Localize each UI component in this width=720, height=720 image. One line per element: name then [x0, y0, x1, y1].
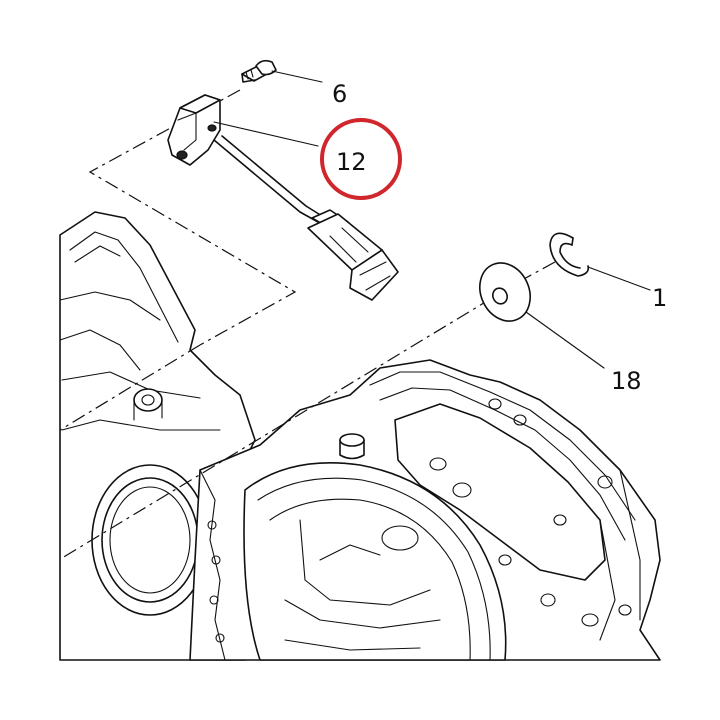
- highlight-circle: [320, 118, 402, 200]
- assembly-lines: [59, 89, 556, 559]
- callout-clip: 1: [652, 284, 667, 312]
- crankcase-housing: [59, 211, 661, 661]
- leader-lines: [213, 70, 651, 369]
- circlip-part: [549, 232, 590, 277]
- washer-part: [479, 262, 531, 322]
- sensor-part: [167, 94, 399, 301]
- bolt-part: [241, 59, 277, 83]
- callout-bolt: 6: [332, 80, 347, 108]
- callout-washer: 18: [611, 367, 642, 395]
- callout-sensor: 12: [336, 148, 367, 176]
